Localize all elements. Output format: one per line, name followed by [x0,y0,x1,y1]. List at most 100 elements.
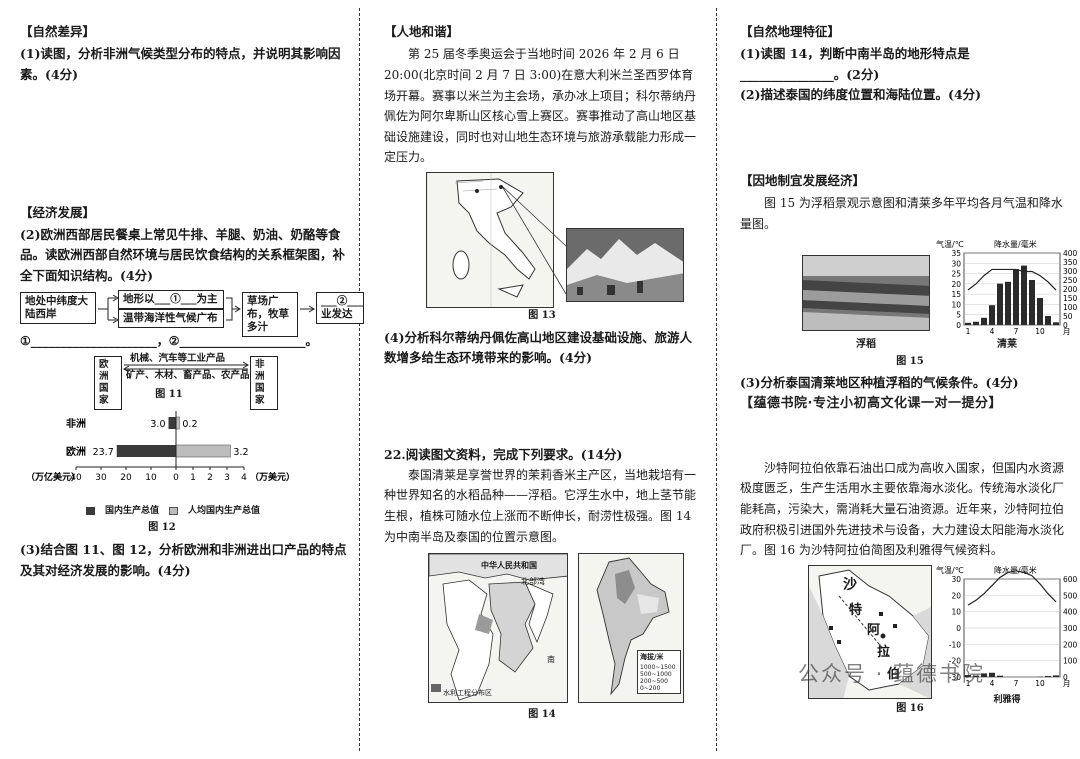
trade-import-label: 矿产、木材、畜产品、农产品 [126,370,250,382]
precip-bar [1037,297,1043,325]
answer-line: ①_____________________，②________________… [20,333,318,348]
precip-bar [989,672,995,677]
tick-label: 3 [224,473,230,483]
mountain-photo [566,228,684,302]
precip-bar [981,317,987,325]
column-divider [359,8,360,751]
figure-14-caption: 图 14 [528,709,556,721]
month-tick: 1 [966,327,971,336]
temp-tick: 5 [956,310,961,319]
temp-tick: 30 [951,575,961,584]
italy-map [426,172,554,308]
section-title-local-economy: 【因地制宜发展经济】 [740,173,866,188]
indochina-map: 中华人民共和国 北部湾 南 水利工程分布区 [428,553,568,704]
legend-swatch-gdp [86,506,95,515]
category-label: 非洲 [66,417,86,430]
question-22: 22.阅读图文资料，完成下列要求。(14分) [384,446,623,462]
temp-tick: -20 [949,657,961,666]
map-char-a: 阿 [867,622,881,638]
brand-banner: 【蕴德书院·专注小初高文化课一对一提分】 [740,395,1002,411]
question-c3-3: (3)分析泰国清莱地区种植浮稻的气候条件。(4分) [740,374,1019,390]
olympics-intro: 第 25 届冬季奥运会于当地时间 2026 年 2 月 6 日 20:00(北京… [384,47,697,165]
precip-bar [981,673,987,677]
temperature-line [967,570,1057,606]
label-beibu-gulf: 北部湾 [521,577,545,587]
bar-gdp [168,417,176,430]
temp-tick: 25 [951,269,961,278]
elevation-row: 500~1000 [640,670,672,678]
temp-tick: 35 [951,249,961,258]
month-tick: 7 [1014,327,1019,336]
flow-box-climate: 温带海洋性气候广布 [118,308,224,328]
figure-13: 图 13 [384,172,700,322]
trade-arrows [123,361,249,373]
tick-label: 30 [95,473,107,483]
section-title-physical-features: 【自然地理特征】 [740,24,841,39]
map-char-sha: 沙 [843,576,857,593]
section-title-harmony: 【人地和谐】 [384,24,460,39]
precip-tick: 350 [1063,258,1078,267]
temp-tick: 10 [951,300,961,309]
data-label-gdp: 3.0 [150,419,165,430]
tick-label: 40 [70,473,82,483]
month-tick: 7 [1014,679,1019,688]
riyadh-label: 利雅得 [993,694,1021,705]
precip-tick: 0 [1063,321,1068,330]
photo-label: 浮稻 [856,338,876,350]
month-unit: 月 [1063,679,1071,688]
temp-axis-title: 气温/℃ [936,565,964,575]
precip-bar [1021,265,1027,325]
temp-tick: 30 [951,259,961,268]
elevation-legend-title: 海拔/米 [640,653,664,662]
saudi-map-svg [809,569,931,698]
figure-15-intro: 图 15 为浮稻景观示意图和清莱多年平均各月气温和降水量图。 [740,196,1063,231]
trade-diagram: 欧洲国家 非洲国家 机械、汽车等工业产品 矿产、木材、畜产品、农产品 [20,353,348,410]
legend-label-gdp: 国内生产总值 [105,505,160,516]
bar-gdp [116,445,176,458]
precip-bar [1029,279,1035,325]
month-unit: 月 [1063,327,1071,336]
tick-label: 1 [190,473,196,483]
precip-bar [997,675,1003,677]
precip-bar [1045,315,1051,325]
data-label-per-capita: 0.2 [182,419,197,430]
thailand-intro: 泰国清莱是享誉世界的茉莉香米主产区，当地栽培有一种世界知名的水稻品种——浮稻。它… [384,467,697,544]
precip-bar [965,674,971,677]
legend-label-per-capita: 人均国内生产总值 [188,505,261,516]
month-tick: 4 [990,327,995,336]
month-tick: 10 [1035,679,1045,688]
temp-tick: 10 [951,608,961,617]
bar-per-capita [175,445,231,458]
precip-tick: 100 [1063,657,1078,666]
data-label-per-capita: 3.2 [233,447,248,458]
indochina-map-svg [429,554,567,701]
question-4: (4)分析科尔蒂纳丹佩佐高山地区建设基础设施、旅游人数增多给生态环境带来的影响。… [384,330,693,366]
column-divider [716,8,717,751]
precip-tick: 150 [1063,294,1078,303]
month-tick: 10 [1035,327,1045,336]
precip-bar [1013,268,1019,325]
precip-bar [1005,281,1011,325]
precip-tick: 0 [1063,673,1068,682]
precip-bar [965,322,971,325]
label-water-works: 水利工程分布区 [443,689,492,698]
tick-label: 0 [173,473,179,483]
precip-tick: 400 [1063,249,1078,258]
precip-bar [1053,321,1059,325]
temp-tick: 0 [956,321,961,330]
floating-rice-photo [802,254,930,331]
temp-tick: 0 [956,624,961,633]
precip-bar [1045,675,1051,677]
question-2: (2)欧洲西部居民餐桌上常见牛排、羊腿、奶油、奶酪等食品。读欧洲西部自然环境与居… [20,227,346,283]
question-3: (3)结合图 11、图 12，分析欧洲和非洲进出口产品的特点及其对经济发展的影响… [20,542,347,578]
precip-axis-title: 降水量/毫米 [994,565,1037,575]
precip-tick: 50 [1063,312,1073,321]
temp-tick: 20 [951,279,961,288]
tick-label: 10 [145,473,157,483]
floating-rice-photo-svg [803,255,929,330]
